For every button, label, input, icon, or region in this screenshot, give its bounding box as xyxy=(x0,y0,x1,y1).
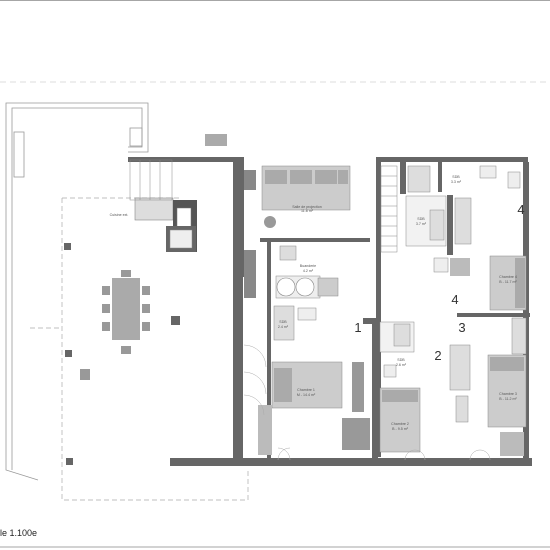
room-sdb-mid-name: SDB xyxy=(417,217,425,221)
posts xyxy=(64,134,227,465)
section-number-1: 1 xyxy=(354,320,361,335)
room-chambre2-name: Chambre 2 xyxy=(391,422,409,426)
room-buanderie-area: 4.2 m² xyxy=(303,269,314,273)
outdoor-kitchen: Cuisine ext. xyxy=(110,197,197,252)
room-sdb-mid-area: 3.7 m² xyxy=(416,222,427,226)
walls xyxy=(128,157,532,466)
chambre2-furniture: Chambre 2 B - 9.5 m² xyxy=(379,344,471,453)
room-sdb-small-area: 2.4 m² xyxy=(278,325,289,329)
door-swings xyxy=(243,344,491,461)
room-chambre3-area: B - 11.2 m² xyxy=(499,397,517,401)
room-chambre2-area: B - 9.5 m² xyxy=(392,427,409,431)
room-sdb2-area: 2.6 m² xyxy=(396,363,407,367)
exterior-label: Cuisine ext. xyxy=(110,213,129,217)
sdb-upper-furniture: SDB 3.7 m² SDB 3.3 m² xyxy=(405,165,521,247)
section-number-4-top: 4 xyxy=(517,202,524,217)
section-number-4-mid: 4 xyxy=(451,292,458,307)
room-sdb-top-name: SDB xyxy=(452,175,460,179)
sdb2-furniture: SDB 2.6 m² xyxy=(379,321,415,378)
pergola-dashed xyxy=(30,197,249,501)
room-salle-name: Salle de projection xyxy=(292,205,322,209)
chambre4-furniture: Chambre 4 B - 11.7 m² xyxy=(433,255,527,311)
chambre1-furniture: Chambre 1 M - 14.4 m² xyxy=(258,361,370,455)
salle-furniture: Salle de projection 11.8 m² xyxy=(244,165,351,298)
room-chambre4-area: B - 11.7 m² xyxy=(499,280,517,284)
room-salle-area: 11.8 m² xyxy=(301,209,314,213)
room-sdb-small-name: SDB xyxy=(279,320,287,324)
room-buanderie-name: Buanderie xyxy=(300,264,316,268)
room-chambre3-name: Chambre 3 xyxy=(499,392,517,396)
chambre3-furniture: Chambre 3 B - 11.2 m² xyxy=(487,317,527,456)
room-sdb-top-area: 3.3 m² xyxy=(451,180,462,184)
terrace-outline xyxy=(5,102,149,481)
dining-table xyxy=(102,270,150,354)
room-chambre1-area: M - 14.4 m² xyxy=(297,393,316,397)
buanderie-furniture: Buanderie 4.2 m² xyxy=(275,245,339,299)
scale-label: le 1.100e xyxy=(0,528,38,538)
room-chambre4-name: Chambre 4 xyxy=(499,275,517,279)
section-number-3: 3 xyxy=(458,320,465,335)
sdb-small-furniture: SDB 2.4 m² xyxy=(273,305,317,341)
room-chambre1-name: Chambre 1 xyxy=(297,388,315,392)
room-sdb2-name: SDB xyxy=(397,358,405,362)
section-number-2: 2 xyxy=(434,348,441,363)
stairs xyxy=(129,159,398,253)
